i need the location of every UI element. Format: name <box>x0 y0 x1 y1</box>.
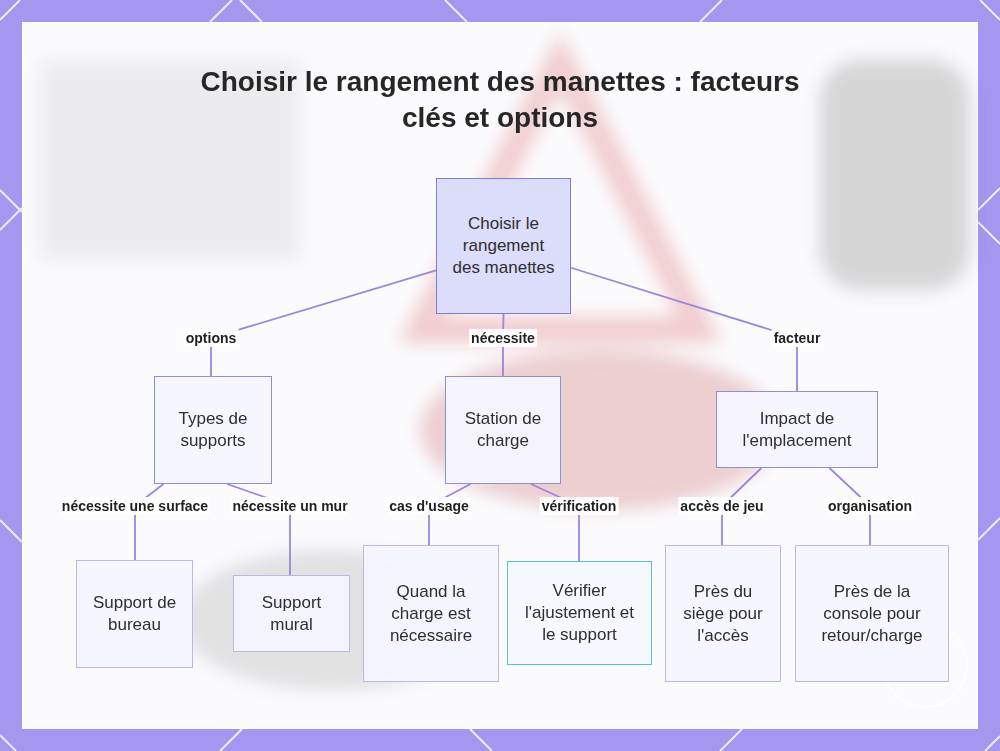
box-text: Près du siège pour l'accès <box>676 581 770 647</box>
connector-line <box>135 484 163 560</box>
edge-label: accès de jeu <box>678 497 765 515</box>
connector-line <box>211 270 436 376</box>
leaf-box: Quand la charge est nécessaire <box>363 545 499 682</box>
edge-label: nécessite <box>469 329 537 347</box>
diagram-title: Choisir le rangement des manettes : fact… <box>200 64 800 136</box>
box-text: Près de la console pour retour/charge <box>806 581 938 647</box>
leaf-box: Près du siège pour l'accès <box>665 545 781 682</box>
edge-label: options <box>184 329 239 347</box>
canvas-panel <box>22 22 978 729</box>
edge-label: nécessite un mur <box>230 497 349 515</box>
box-text: Types de supports <box>165 408 261 452</box>
highlight-box: Vérifier l'ajustement et le support <box>507 561 652 665</box>
edge-label: cas d'usage <box>387 497 471 515</box>
leaf-box: Support mural <box>233 575 350 652</box>
blurred-photo <box>40 60 970 690</box>
category-box: Station de charge <box>445 376 561 484</box>
box-text: Support mural <box>244 592 339 636</box>
category-box: Types de supports <box>154 376 272 484</box>
root-box: Choisir le rangement des manettes <box>436 178 571 314</box>
box-text: Impact de l'emplacement <box>727 408 867 452</box>
connector-line <box>531 484 579 561</box>
edge-label: nécessite une surface <box>60 497 210 515</box>
box-text: Choisir le rangement des manettes <box>447 213 560 279</box>
box-text: Support de bureau <box>87 592 182 636</box>
box-text: Station de charge <box>456 408 550 452</box>
box-text: Vérifier l'ajustement et le support <box>518 580 641 646</box>
edge-label: facteur <box>772 329 823 347</box>
connector-line <box>571 268 797 391</box>
edge-label: vérification <box>540 497 619 515</box>
edge-label: organisation <box>826 497 914 515</box>
category-box: Impact de l'emplacement <box>716 391 878 468</box>
leaf-box: Support de bureau <box>76 560 193 668</box>
box-text: Quand la charge est nécessaire <box>374 581 488 647</box>
leaf-box: Près de la console pour retour/charge <box>795 545 949 682</box>
